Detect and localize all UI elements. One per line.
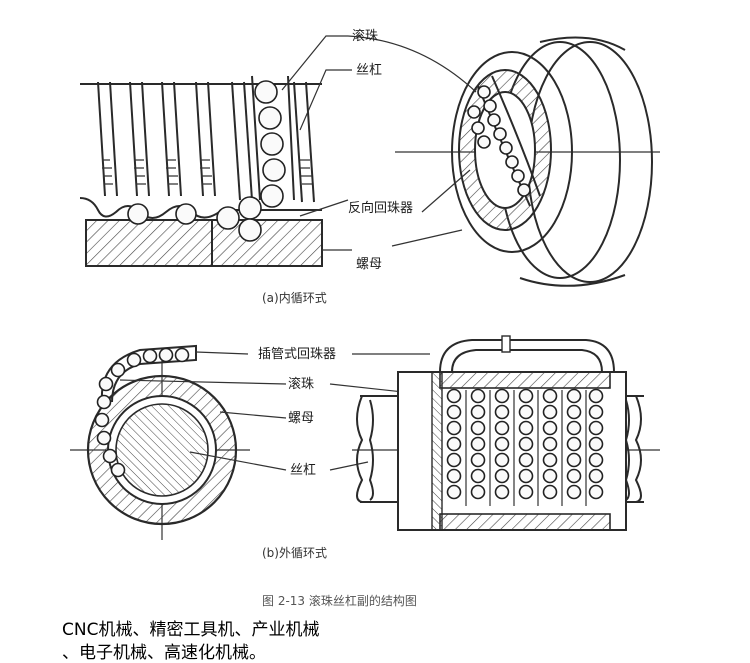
ball-a-2 <box>175 203 197 225</box>
label-reverser: 反向回珠器 <box>348 200 413 216</box>
footer-line-1: CNC机械、精密工具机、产业机械 <box>62 620 320 640</box>
raceway-line-a <box>79 197 322 219</box>
label-tube-return: 插管式回珠器 <box>258 347 336 362</box>
label-ball: 滚珠 <box>352 28 378 44</box>
nut-body-a <box>85 219 323 267</box>
internal-section-view <box>79 75 323 267</box>
footer-line-2: 、电子机械、高速化机械。 <box>62 643 266 663</box>
return-ball-column <box>216 80 286 242</box>
ring-balls <box>467 85 531 197</box>
end-view-balls <box>94 347 190 478</box>
label-screw: 丝杠 <box>356 62 382 78</box>
internal-nut-ring <box>395 36 660 287</box>
screw-threads-a <box>80 81 322 203</box>
caption-b: (b)外循环式 <box>262 546 327 560</box>
label-screw-b: 丝杠 <box>290 462 316 478</box>
label-nut: 螺母 <box>356 257 382 272</box>
leaders-b <box>119 351 441 471</box>
label-ball-b: 滚珠 <box>288 376 314 392</box>
label-nut-b: 螺母 <box>288 411 314 426</box>
leaders-a <box>281 35 477 251</box>
external-end-view <box>70 344 250 540</box>
caption-a: (a)内循环式 <box>262 291 327 305</box>
side-view-ball-grid <box>446 388 604 506</box>
external-side-view <box>352 335 660 531</box>
figure-caption: 图 2-13 滚珠丝杠副的结构图 <box>262 593 417 608</box>
return-channel-a <box>251 75 295 201</box>
ball-a-1 <box>127 203 149 225</box>
thread-ridges-a <box>102 159 312 185</box>
